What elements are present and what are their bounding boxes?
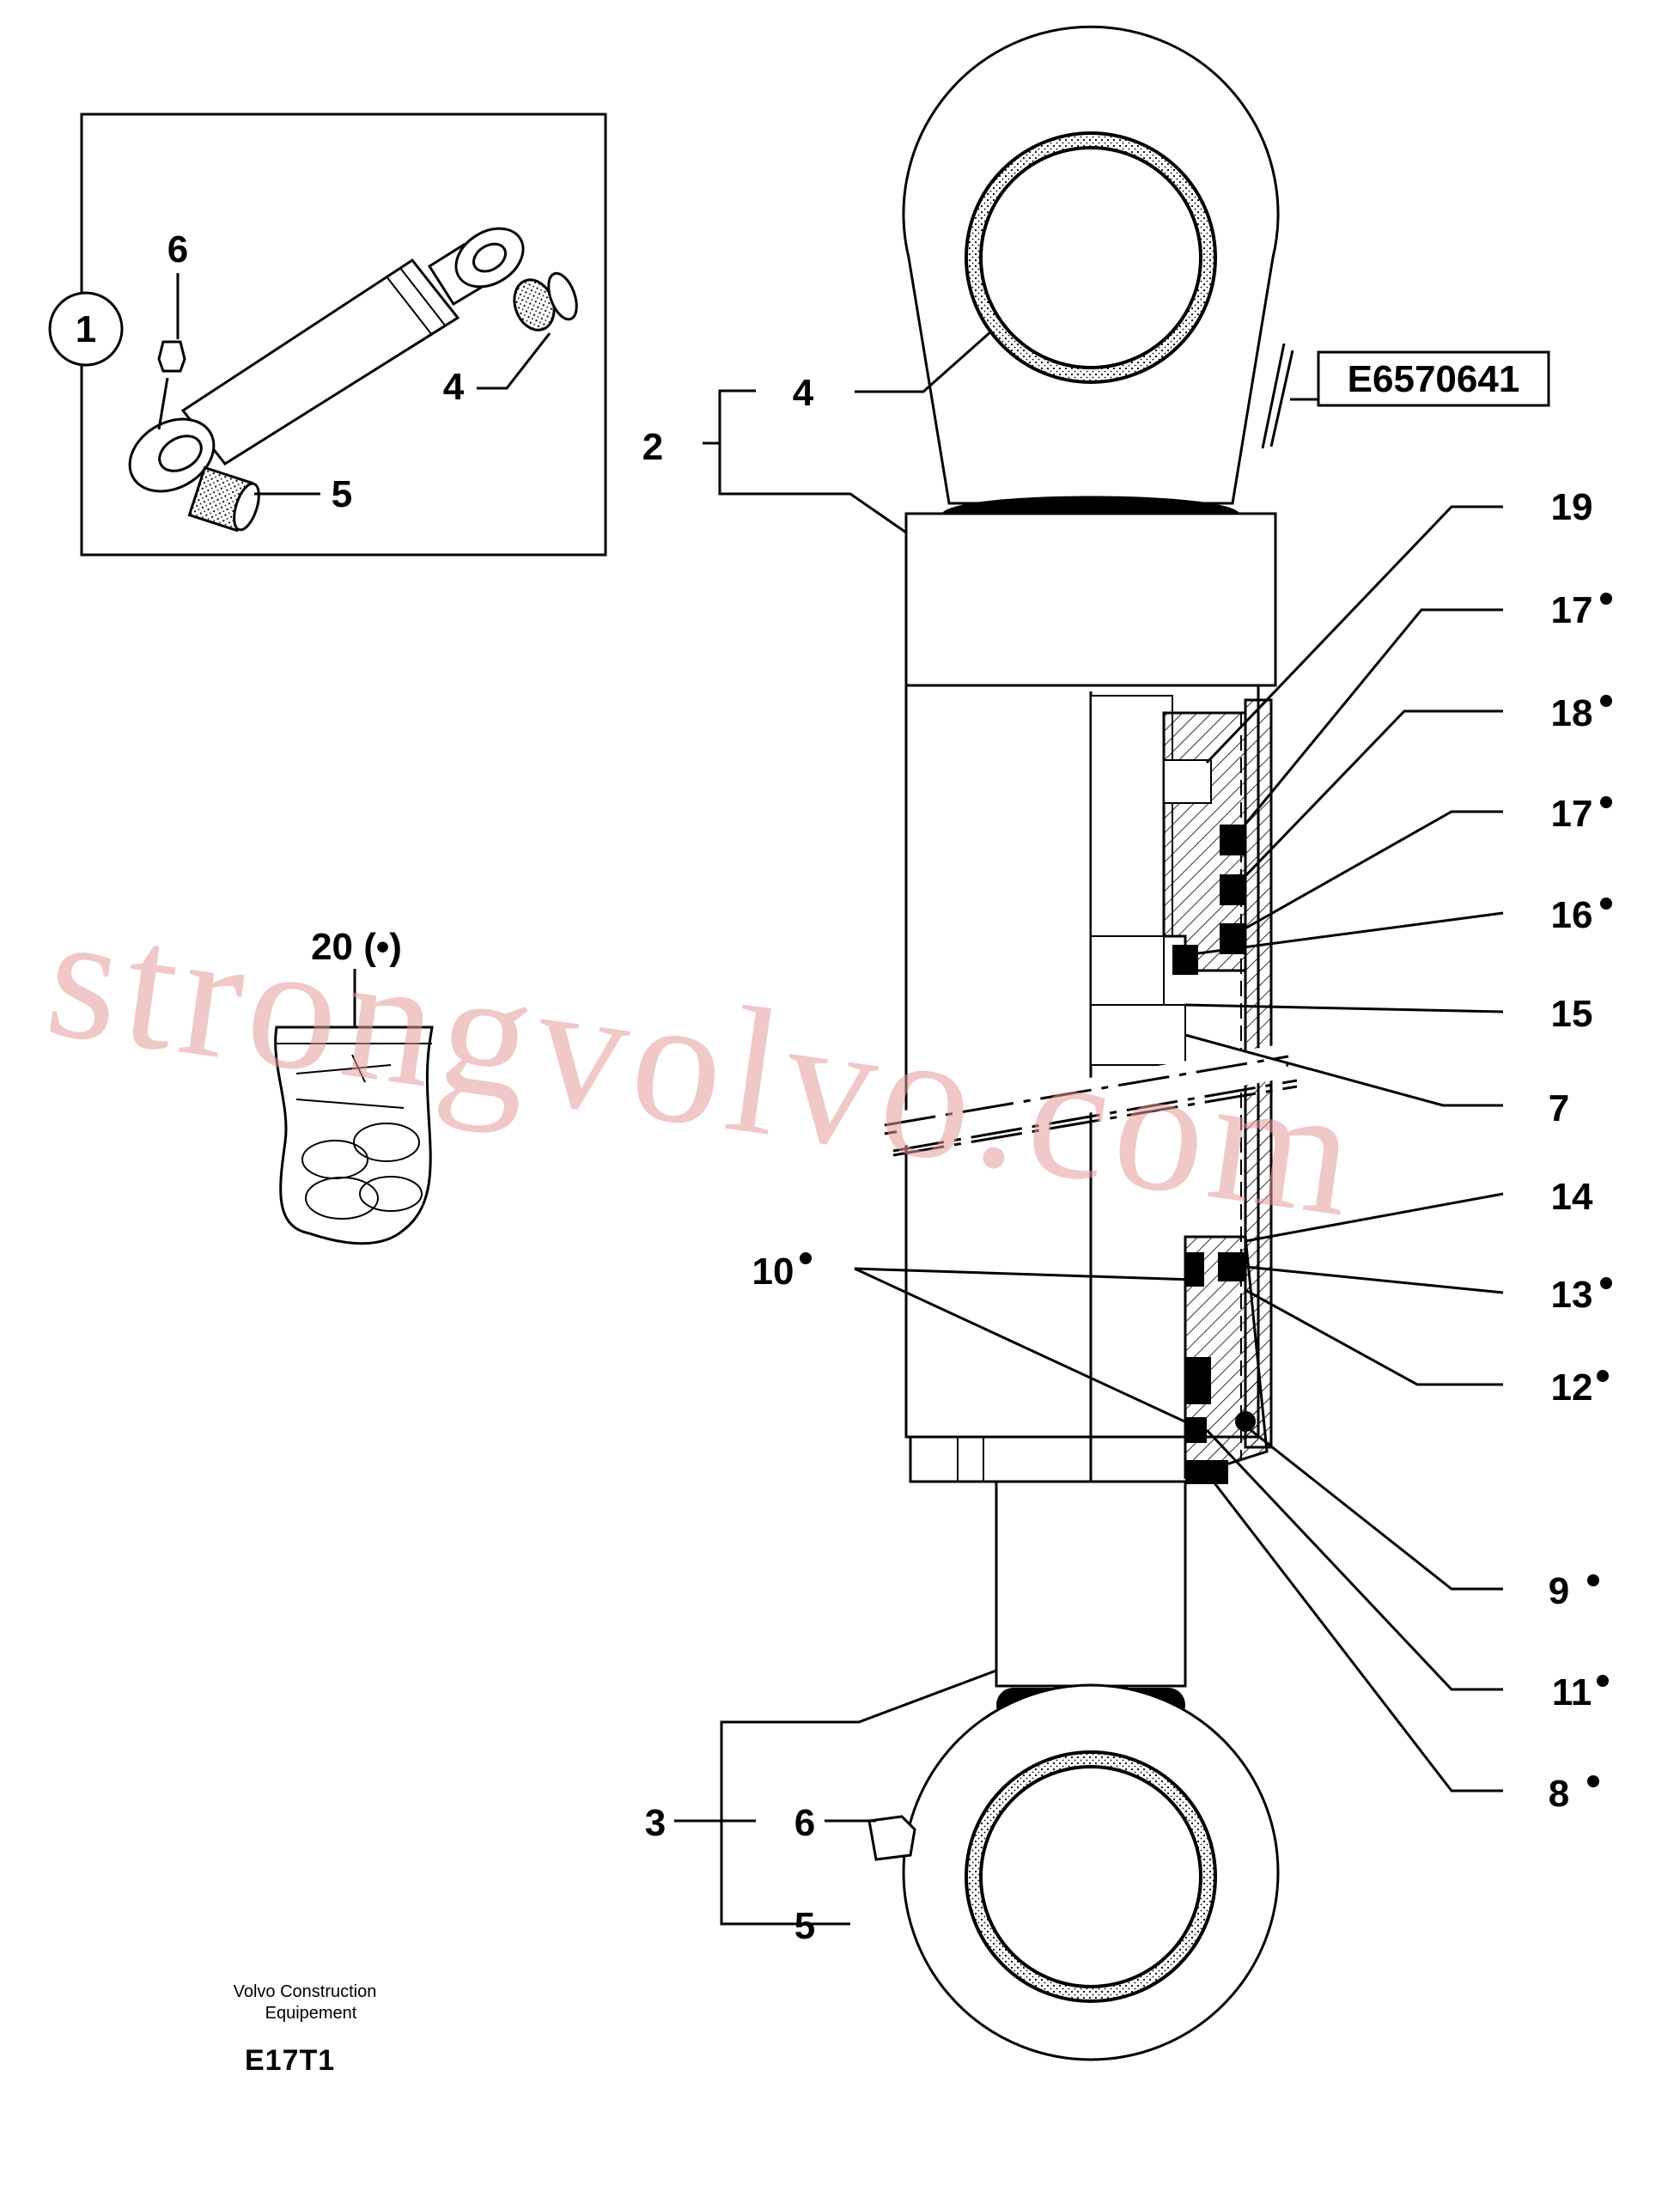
grease-nipple-icon (867, 1815, 916, 1861)
callout-7: 7 (1549, 1087, 1569, 1129)
drawing-code: E17T1 (245, 2044, 335, 2077)
maker-line-1: Volvo Construction (234, 1982, 377, 2001)
bushing-top-bore (979, 146, 1202, 369)
callout-17b: 17 (1551, 793, 1593, 835)
main-cylinder (867, 25, 1298, 2061)
callout-12: 12 (1551, 1366, 1593, 1409)
grease-nipple-icon (157, 340, 186, 373)
callout-11: 11 (1552, 1671, 1592, 1713)
callout-4: 4 (793, 372, 814, 414)
callout-2: 2 (642, 426, 663, 468)
piston-rod (995, 1480, 1187, 1688)
callout-16: 16 (1551, 894, 1593, 936)
callout-13: 13 (1551, 1274, 1593, 1316)
callout-labels: 4 2 19 17 18 17 16 15 7 14 13 12 9 11 8 … (642, 372, 1593, 1947)
item-circle (48, 291, 124, 367)
inset-label-5: 5 (332, 473, 352, 515)
part-number: E6570641 (1348, 358, 1520, 400)
piston-thread (1090, 695, 1173, 937)
maker-line-2: Equipement (265, 2004, 357, 2023)
cylinder-head (904, 512, 1277, 687)
seal-kit-bag: 20 (•) (274, 926, 434, 1245)
kit-bullets (800, 593, 1612, 1787)
callout-19: 19 (1551, 486, 1593, 528)
piston-nut (1163, 759, 1212, 804)
bushing-bottom-icon (187, 466, 260, 533)
callout-18: 18 (1551, 692, 1593, 734)
inset-overview: 1 6 4 (48, 113, 607, 557)
callout-8: 8 (1549, 1773, 1569, 1815)
item-circle-label: 1 (76, 308, 96, 350)
callout-14: 14 (1551, 1176, 1593, 1218)
callout-10: 10 (752, 1251, 794, 1293)
callout-17a: 17 (1551, 589, 1593, 631)
callout-5: 5 (794, 1905, 815, 1947)
callout-9: 9 (1549, 1570, 1569, 1612)
inset-label-4: 4 (443, 366, 465, 408)
inset-label-6: 6 (167, 228, 188, 271)
seal-kit-label: 20 (•) (311, 926, 402, 968)
leader-lines (674, 329, 1504, 1926)
callout-15: 15 (1551, 993, 1593, 1035)
mini-cylinder (128, 227, 525, 493)
callout-3: 3 (645, 1802, 666, 1844)
footer: Volvo Construction Equipement E17T1 (234, 1982, 377, 2077)
part-number-box: E6570641 (1317, 350, 1550, 407)
bushing-top-icon (513, 271, 578, 332)
bushing-bottom-bore (979, 1765, 1202, 1988)
callout-6: 6 (794, 1802, 815, 1844)
